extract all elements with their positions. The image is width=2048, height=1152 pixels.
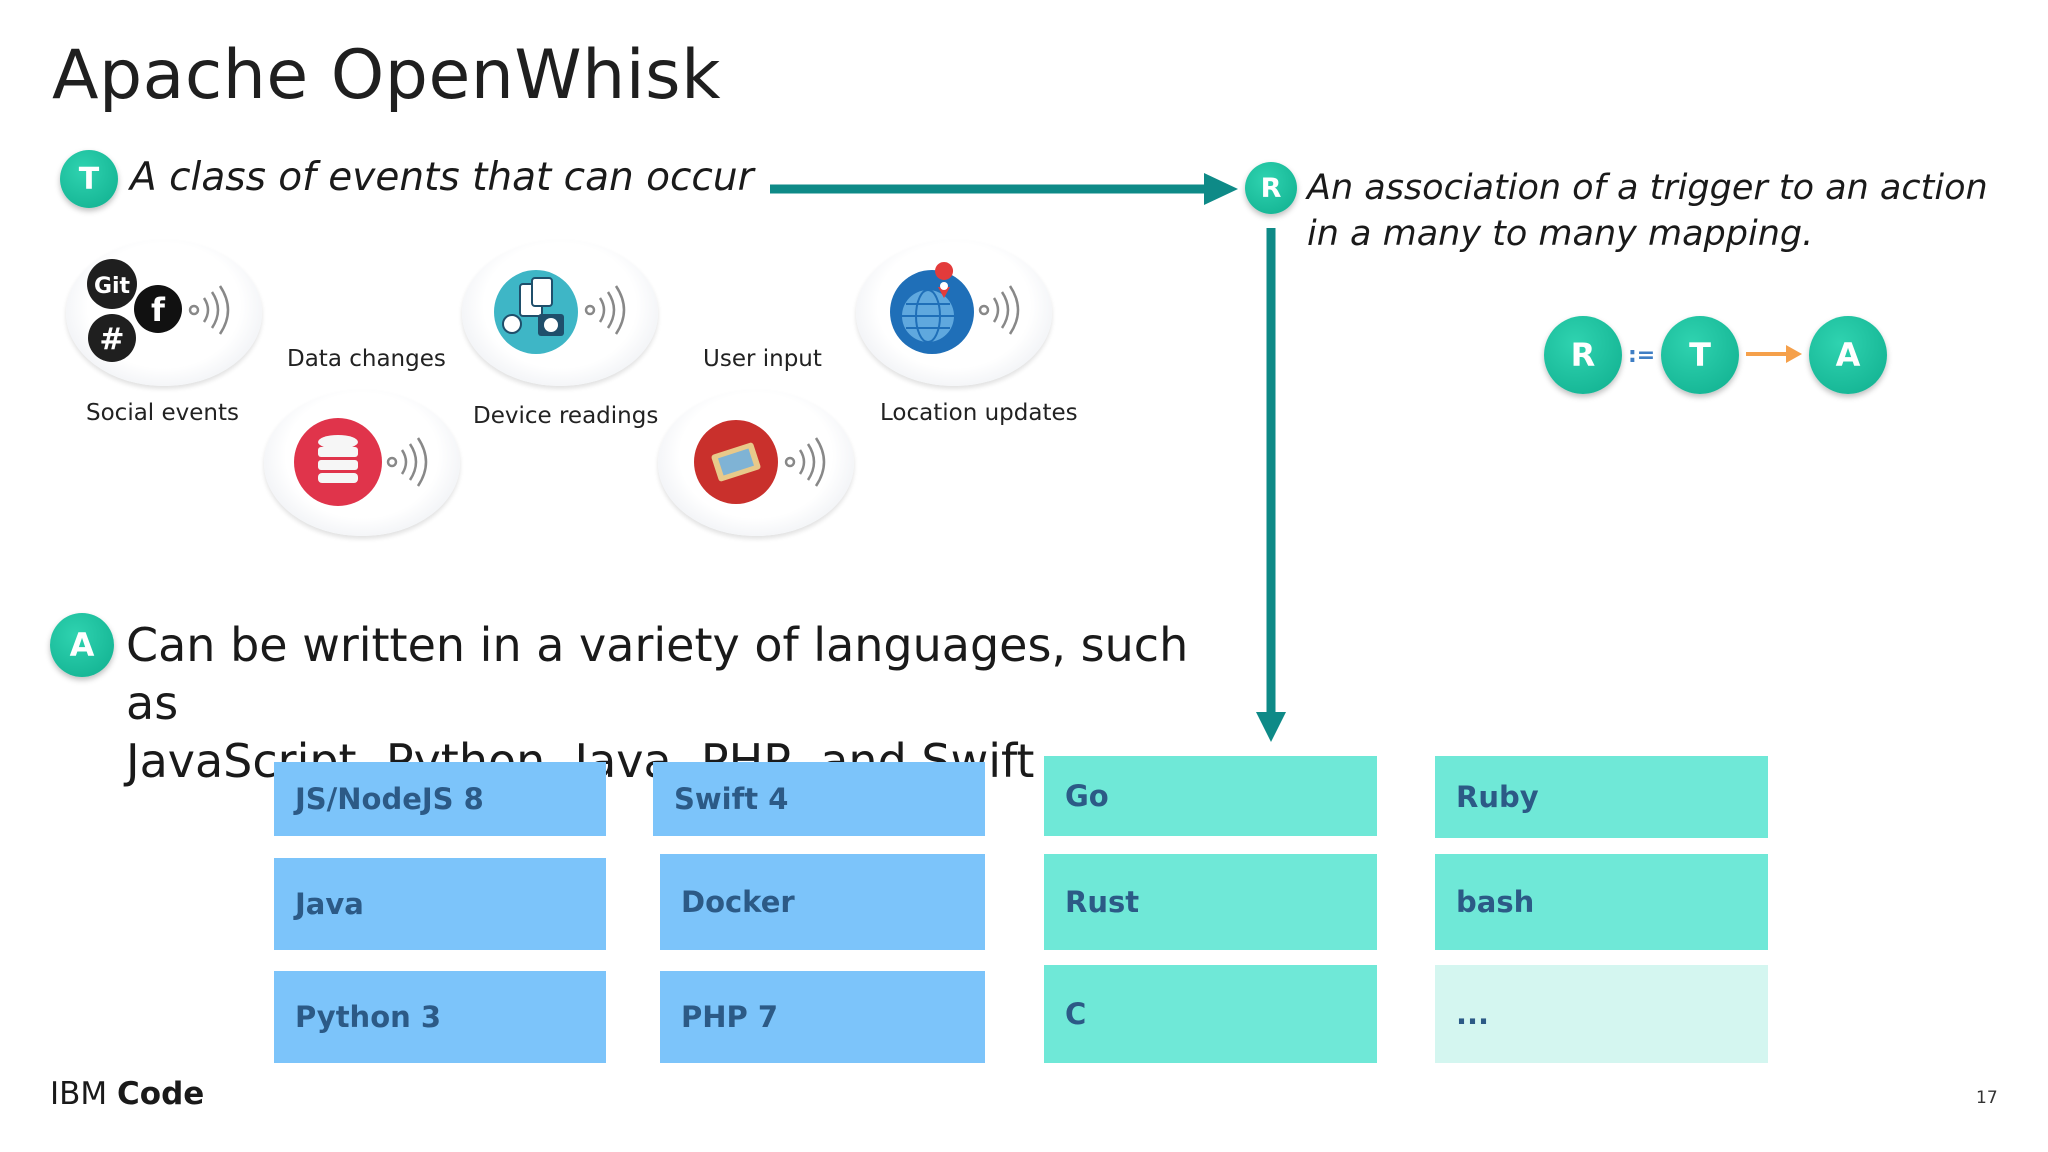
action-description-line1: Can be written in a variety of languages… — [126, 616, 1246, 732]
formula-action-badge: A — [1809, 316, 1887, 394]
rule-badge-letter: R — [1261, 173, 1282, 204]
formula-a: A — [1836, 336, 1861, 374]
formula-r: R — [1571, 336, 1596, 374]
social-icons: Git f # — [66, 240, 262, 386]
signal-waves-icon — [388, 438, 426, 486]
device-readings-label: Device readings — [473, 403, 658, 429]
signal-waves-icon — [190, 286, 228, 334]
language-box-docker: Docker — [660, 854, 985, 950]
device-readings-icon-circle — [462, 240, 658, 386]
language-box-rust: Rust — [1044, 854, 1377, 950]
location-updates-label: Location updates — [880, 400, 1078, 426]
git-icon-text: Git — [94, 274, 131, 299]
user-input-icon-circle — [658, 390, 854, 536]
data-changes-icon-circle — [264, 390, 460, 536]
language-box-more: ... — [1435, 965, 1768, 1063]
action-badge-letter: A — [70, 626, 95, 664]
language-box-js: JS/NodeJS 8 — [274, 762, 606, 836]
ibm-code-logo-light: IBM — [50, 1076, 107, 1112]
rule-description-line2: in a many to many mapping. — [1307, 214, 1813, 254]
signal-waves-icon — [586, 286, 624, 334]
formula-t: T — [1689, 336, 1711, 374]
svg-text:f: f — [151, 291, 166, 329]
formula-arrow-icon — [1744, 342, 1804, 366]
formula-trigger-badge: T — [1661, 316, 1739, 394]
language-box-python: Python 3 — [274, 971, 606, 1063]
language-box-bash: bash — [1435, 854, 1768, 950]
page-number: 17 — [1976, 1088, 1998, 1108]
formula-rule-badge: R — [1544, 316, 1622, 394]
data-changes-label: Data changes — [287, 346, 446, 372]
language-box-c: C — [1044, 965, 1377, 1063]
language-box-php: PHP 7 — [660, 971, 985, 1063]
signal-waves-icon — [980, 286, 1018, 334]
signal-waves-icon — [786, 438, 824, 486]
action-badge: A — [50, 613, 114, 677]
language-box-go: Go — [1044, 756, 1377, 836]
trigger-to-rule-arrow-head — [1204, 173, 1238, 205]
language-box-swift: Swift 4 — [653, 762, 985, 836]
formula-assign: := — [1628, 343, 1655, 368]
rule-badge: R — [1245, 162, 1297, 214]
user-input-label: User input — [703, 346, 822, 372]
rule-description-line1: An association of a trigger to an action — [1307, 168, 1988, 208]
location-updates-icon-circle — [856, 240, 1052, 386]
social-events-icon-circle: Git f # — [66, 240, 262, 386]
ibm-code-logo-bold: Code — [117, 1076, 204, 1112]
rule-to-action-arrow-head — [1256, 712, 1286, 742]
language-box-java: Java — [274, 858, 606, 950]
language-box-ruby: Ruby — [1435, 756, 1768, 838]
social-events-label: Social events — [86, 400, 239, 426]
ibm-code-logo: IBM Code — [50, 1076, 204, 1112]
svg-text:#: # — [99, 322, 124, 357]
